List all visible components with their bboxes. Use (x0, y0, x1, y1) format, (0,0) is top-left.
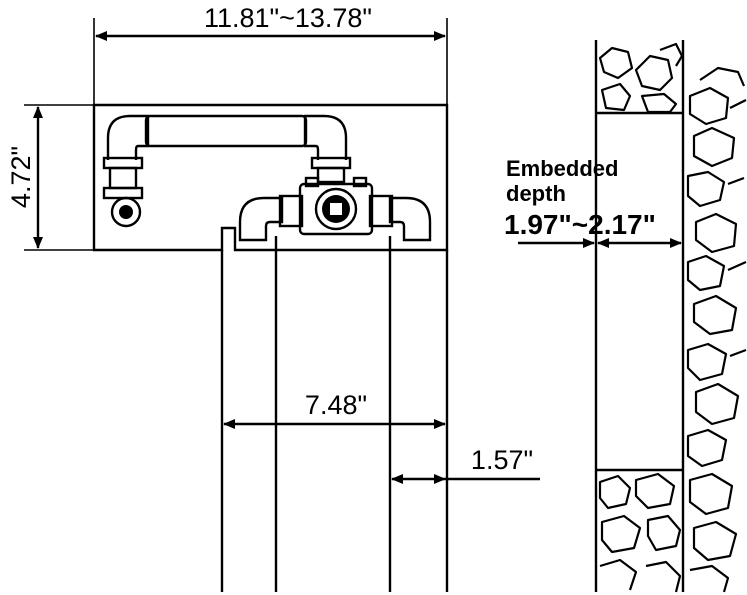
height-label: 4.72" (6, 146, 36, 208)
right-wall-elbow (388, 196, 432, 242)
left-elbow (106, 114, 150, 160)
embedded-depth-range: 1.97"~2.17" (504, 209, 656, 240)
wall-stones-right (686, 66, 747, 593)
valve-top-lug-left (304, 176, 320, 188)
upper-pipe-assembly (102, 114, 352, 228)
valve-housing (298, 182, 374, 236)
width-label: 11.81"~13.78" (204, 3, 372, 33)
wall-section: Embedded depth 1.97"~2.17" (504, 40, 747, 593)
right-union-nut (368, 194, 394, 228)
left-outlet-ring (110, 196, 142, 228)
valve-top-lug-right (352, 176, 368, 188)
mounting-plate (92, 103, 449, 252)
valve-body (238, 176, 432, 242)
left-wall-elbow (238, 196, 284, 242)
left-union-nut (278, 194, 304, 228)
wall-stones-top (598, 42, 684, 114)
spacing-label: 7.48" (305, 390, 367, 420)
depth-label: depth (506, 181, 566, 206)
crossbar-pipe (144, 114, 308, 148)
height-dimension: 4.72" (6, 104, 94, 251)
valve-cartridge-ring (314, 187, 358, 231)
left-collar-lower (102, 186, 144, 200)
supply-line-extensions (220, 236, 449, 592)
left-outlet-hole (119, 205, 133, 219)
right-elbow (303, 114, 348, 160)
offset-dimension: 1.57" (391, 445, 540, 484)
right-nut (316, 166, 346, 184)
embedded-label: Embedded (506, 156, 618, 181)
width-dimension: 11.81"~13.78" (93, 3, 448, 108)
valve-stem (330, 203, 342, 215)
spacing-dimension: 7.48" (223, 390, 446, 429)
left-nut (108, 166, 138, 190)
offset-label: 1.57" (471, 445, 533, 475)
wall-stones-bottom (598, 472, 682, 593)
